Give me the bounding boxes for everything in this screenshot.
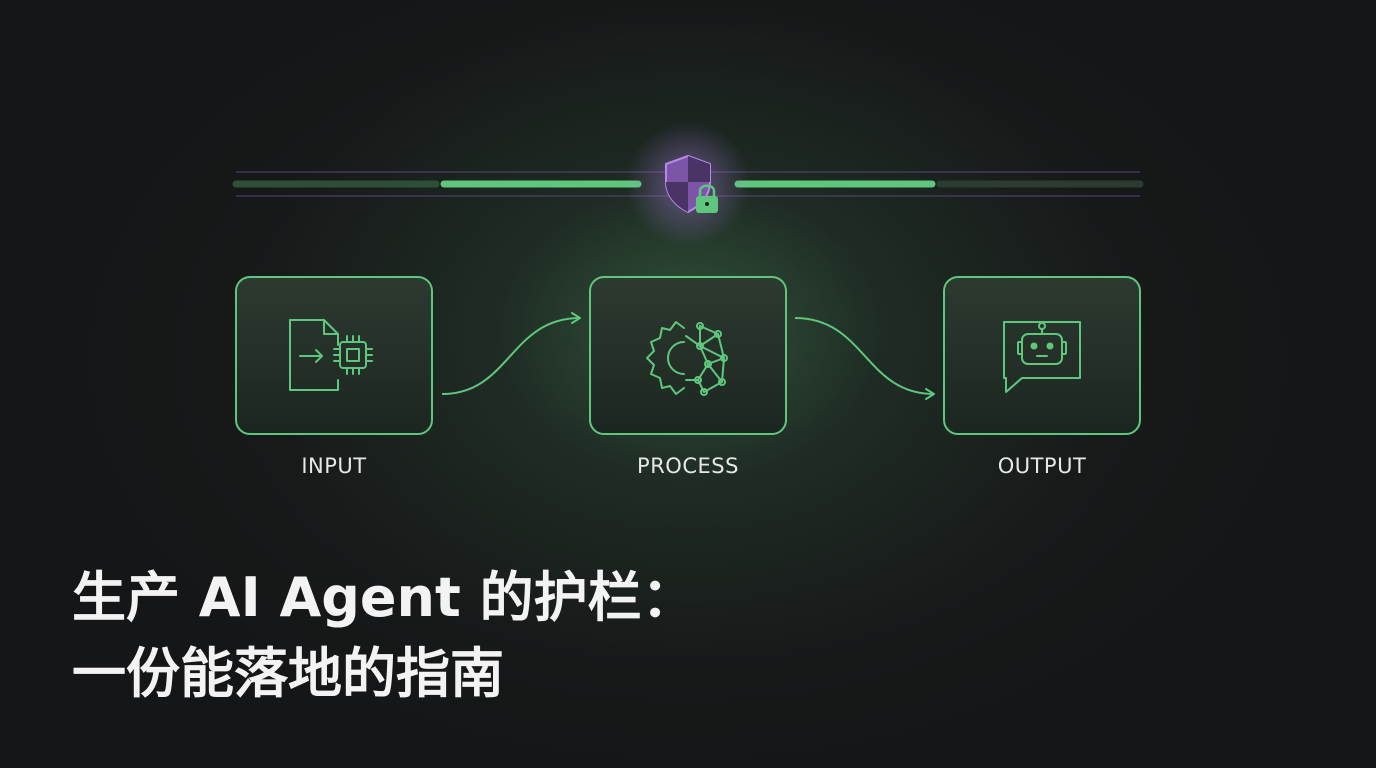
shield-lock-icon bbox=[626, 122, 750, 246]
robot-chat-icon bbox=[1003, 321, 1081, 393]
output-stage-box bbox=[943, 276, 1141, 435]
input-stage-box bbox=[235, 276, 433, 435]
gear-network-icon bbox=[646, 321, 728, 396]
output-label: OUTPUT bbox=[997, 454, 1087, 478]
input-label: INPUT bbox=[301, 454, 367, 478]
page-title-line-2: 一份能落地的指南 bbox=[72, 642, 504, 705]
page-title: 生产 AI Agent 的护栏： 一份能落地的指南 bbox=[72, 560, 696, 712]
page-title-line-1: 生产 AI Agent 的护栏： bbox=[72, 566, 696, 629]
document-to-chip-icon bbox=[289, 319, 373, 391]
connector-process-to-output bbox=[794, 317, 935, 400]
connector-input-to-process bbox=[441, 312, 581, 395]
process-label: PROCESS bbox=[637, 454, 739, 478]
process-stage-box bbox=[589, 276, 787, 435]
guardrail-bar bbox=[232, 171, 1144, 197]
